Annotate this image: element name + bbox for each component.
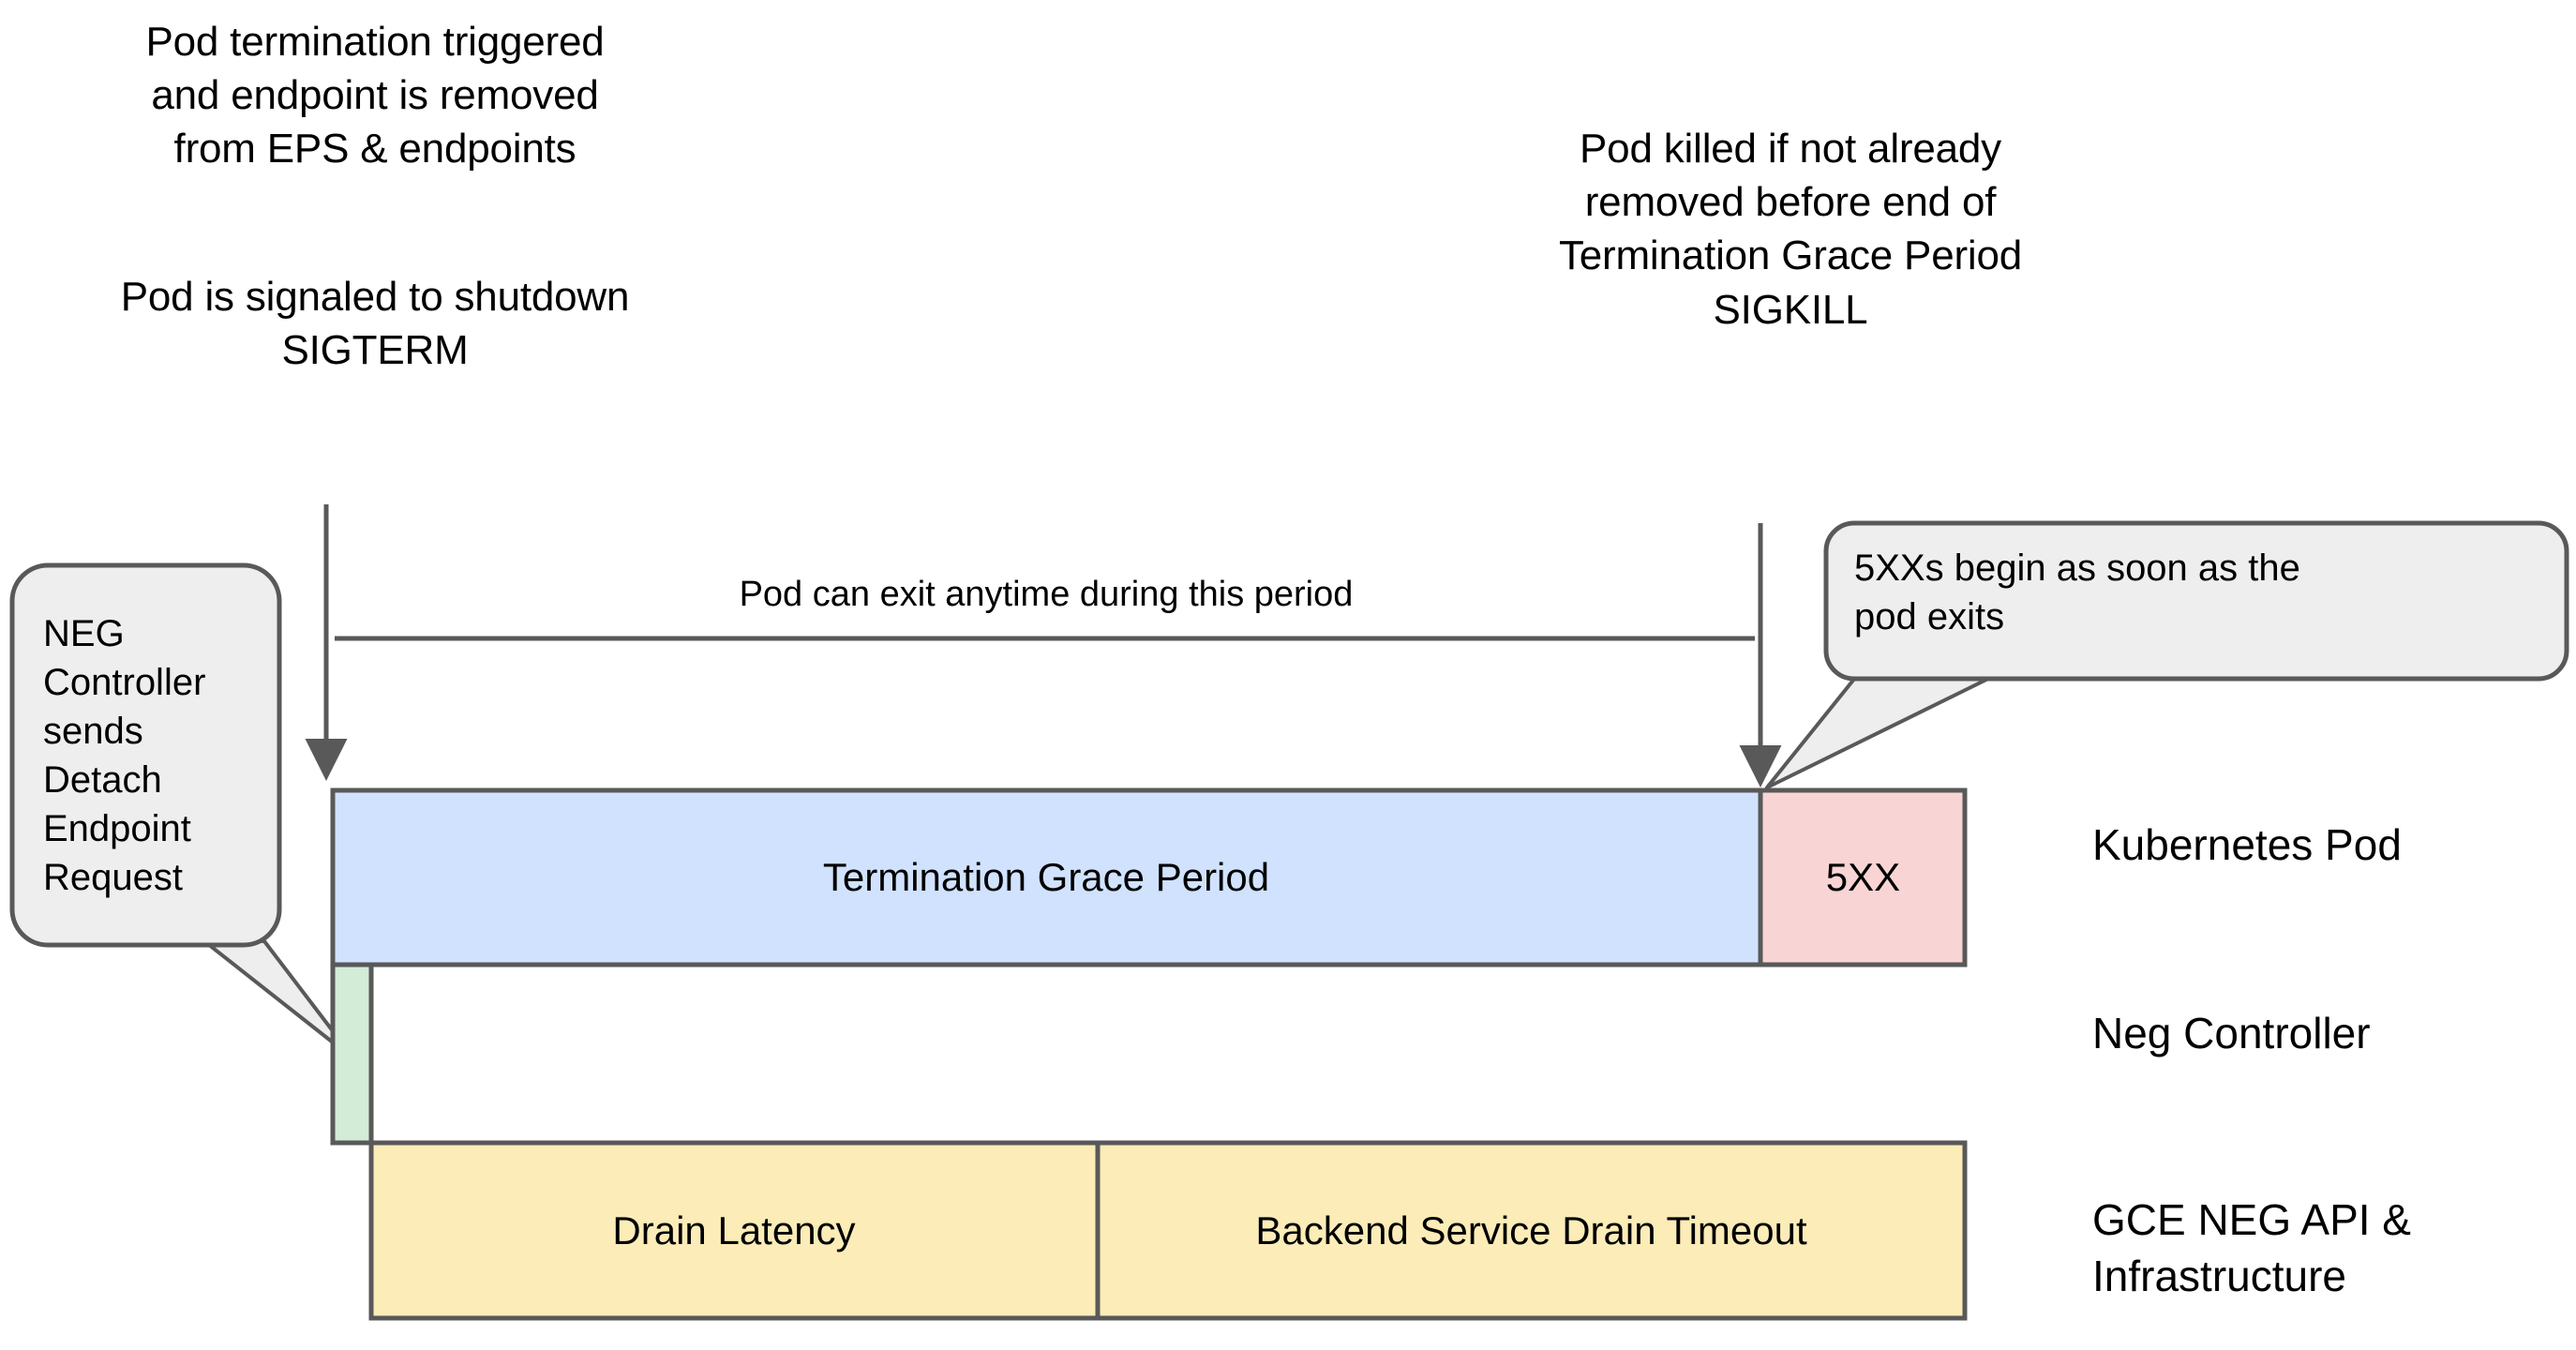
lane-label-neg-controller: Neg Controller (2092, 1009, 2371, 1058)
lane-label-kubernetes-pod: Kubernetes Pod (2092, 820, 2402, 869)
callout-5xx-begin-text: 5XXs begin as soon as the pod exits (1854, 548, 2300, 638)
bar-label-backend-service-drain-timeout: Backend Service Drain Timeout (1255, 1208, 1807, 1252)
bar-termination-grace-period[interactable] (330, 788, 1763, 968)
bar-label-5xx: 5XX (1825, 855, 1901, 899)
bar-neg-detach-window[interactable] (330, 962, 374, 1146)
bar-drain-latency[interactable] (368, 1140, 1101, 1321)
callout-neg-controller-text: NEG Controller sends Detach Endpoint Req… (43, 613, 206, 898)
bar-5xx[interactable] (1758, 788, 1968, 968)
bar-backend-service-drain-timeout[interactable] (1095, 1140, 1968, 1321)
span-caption-pod-can-exit: Pod can exit anytime during this period (739, 575, 1354, 614)
annotation-pod-sigkill: Pod killed if not already removed before… (1558, 126, 2023, 333)
bar-label-termination-grace-period: Termination Grace Period (822, 855, 1270, 899)
lane-label-gce-neg-api: GCE NEG API & Infrastructure (2092, 1195, 2411, 1300)
annotation-pod-sigterm: Pod is signaled to shutdown SIGTERM (120, 274, 630, 374)
callout-5xx-begin[interactable] (1765, 520, 2569, 789)
bar-label-drain-latency: Drain Latency (612, 1208, 856, 1252)
annotation-pod-termination-triggered: Pod termination triggered and endpoint i… (145, 19, 605, 172)
callout-neg-controller[interactable] (9, 562, 356, 1061)
